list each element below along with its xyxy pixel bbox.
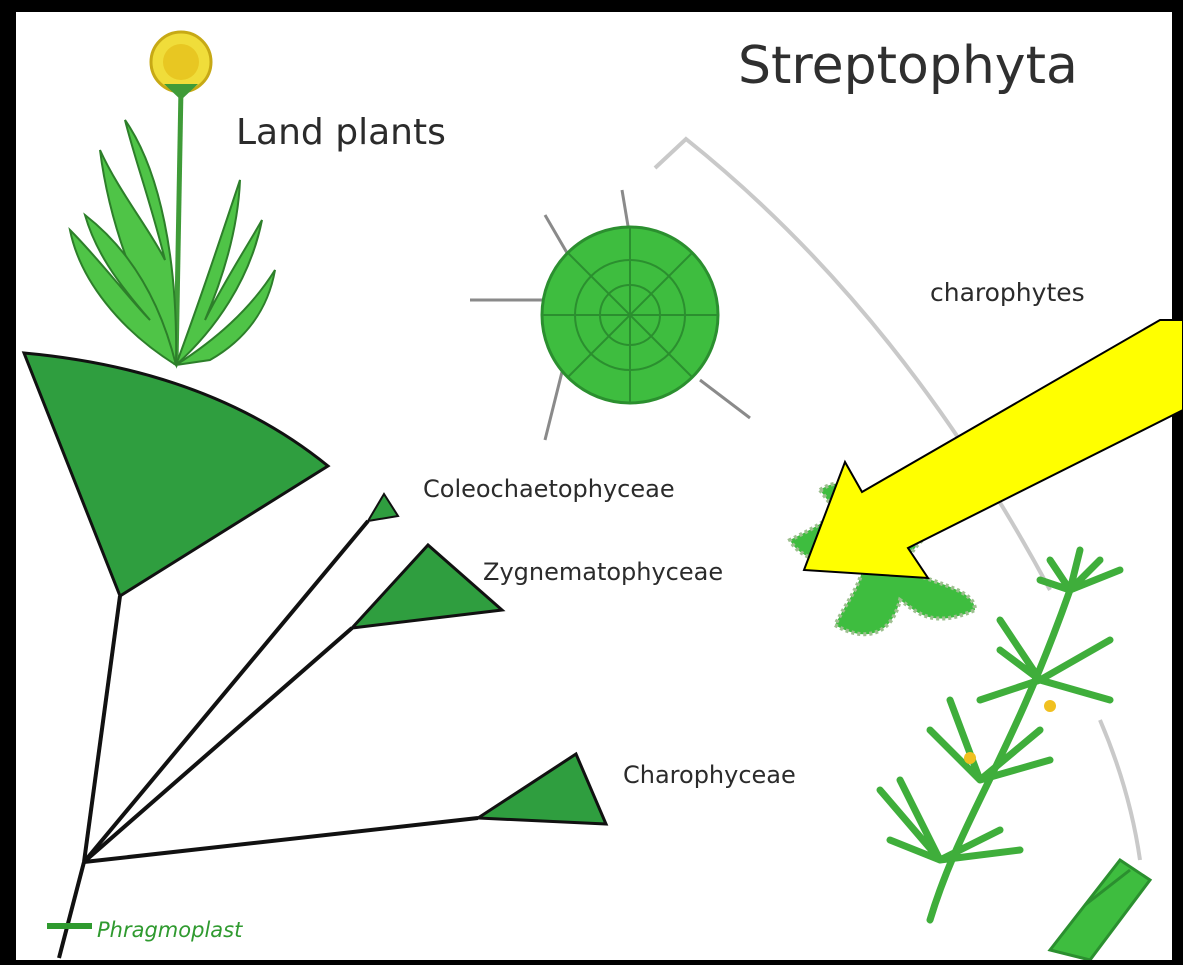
clade-label-land-plants: Land plants <box>236 112 446 153</box>
clade-label-charophyceae: Charophyceae <box>623 761 796 789</box>
clade-label-zygnematophyceae: Zygnematophyceae <box>483 558 723 586</box>
phragmoplast-label: Phragmoplast <box>97 918 242 942</box>
frame-top <box>0 0 1183 12</box>
diagram-title: Streptophyta <box>738 36 1078 96</box>
group-label-charophytes: charophytes <box>930 278 1085 307</box>
clade-label-coleochaetophyceae: Coleochaetophyceae <box>423 475 675 503</box>
frame-right <box>1172 0 1183 960</box>
frame-left <box>0 0 16 960</box>
